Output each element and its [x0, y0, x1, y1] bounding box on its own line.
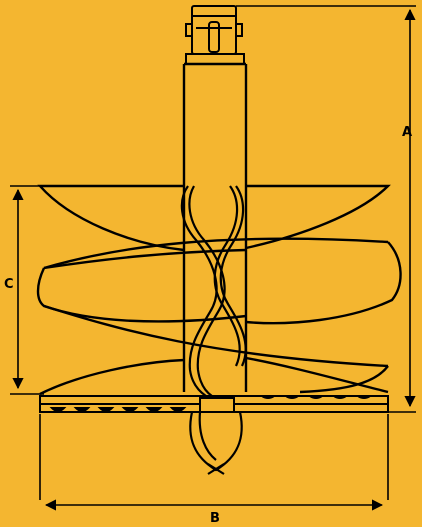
- dimension-b-label: B: [210, 511, 220, 526]
- auger-shaft: [182, 62, 248, 392]
- dimension-a-label: A: [402, 125, 412, 140]
- pilot-bit-icon: [189, 411, 243, 475]
- dimension-a: [236, 5, 416, 413]
- auger-flighting: [36, 184, 402, 396]
- dimension-c: [10, 185, 44, 395]
- dimension-b: [39, 414, 389, 511]
- cutting-head: [39, 395, 389, 413]
- shaft-helix: [180, 185, 247, 397]
- dimension-c-label: C: [4, 277, 14, 292]
- drive-adapter-icon: [185, 5, 245, 65]
